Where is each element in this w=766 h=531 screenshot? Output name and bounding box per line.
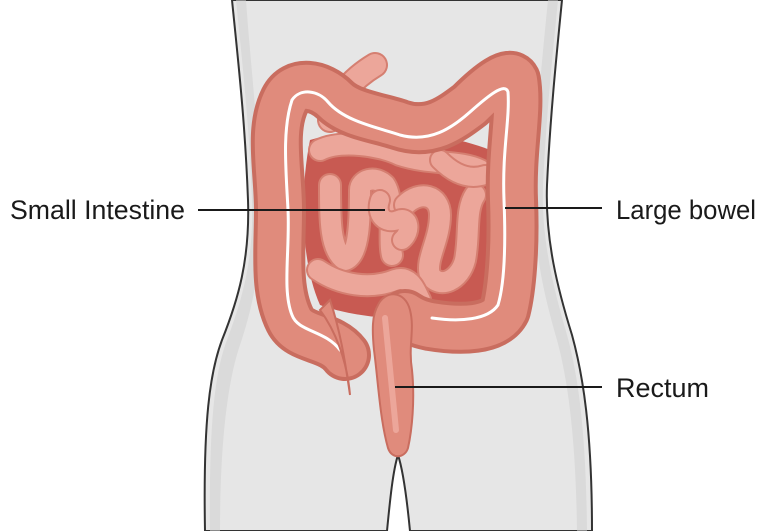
large-bowel-label: Large bowel [616,195,756,225]
small-intestine-label: Small Intestine [10,195,185,225]
rectum-label: Rectum [616,373,709,403]
